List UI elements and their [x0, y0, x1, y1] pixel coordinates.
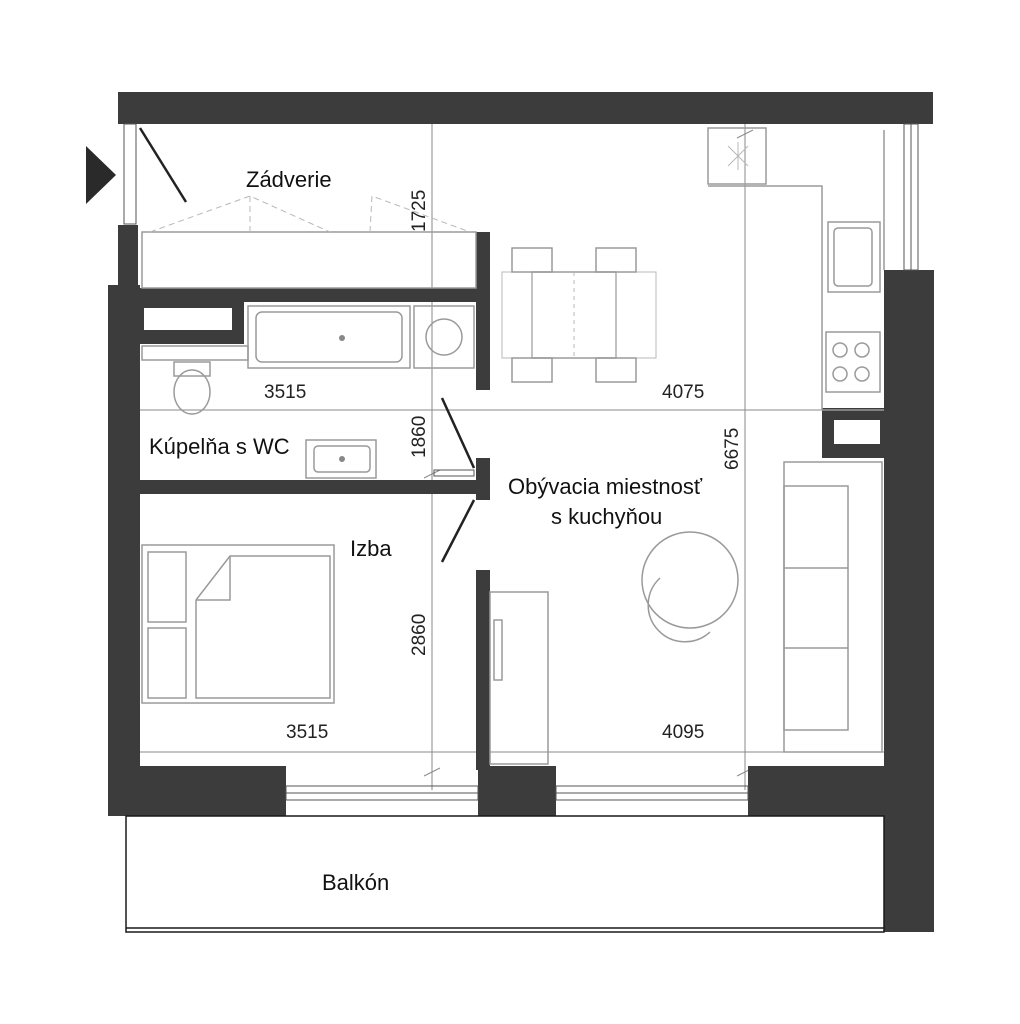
wall-bath-bottom [138, 480, 478, 494]
wall-left-upper [118, 225, 138, 285]
washing-machine [413, 305, 475, 369]
entrance-arrow-icon [86, 146, 116, 204]
doors [138, 127, 476, 563]
dim-bedroom-depth: 2860 [409, 614, 430, 656]
cooktop [825, 331, 881, 393]
kitchen [707, 127, 885, 411]
label-bedroom: Izba [350, 536, 392, 561]
bed [141, 544, 335, 704]
bathtub [247, 305, 411, 369]
toilet-icon [173, 369, 211, 415]
label-living-line2: s kuchyňou [551, 504, 662, 529]
wall-top [118, 92, 933, 124]
dim-living-bottom-width: 4095 [662, 722, 704, 743]
room-labels: Zádverie Kúpelňa s WC Izba Obývacia mies… [149, 167, 703, 895]
dim-bath-depth: 1860 [409, 416, 430, 458]
dim-living-top-width: 4075 [662, 382, 704, 403]
bedroom-door [440, 499, 476, 563]
dimension-lines [120, 120, 885, 790]
label-balcony: Balkón [322, 870, 389, 895]
walls [108, 92, 934, 932]
wall-partition-mid [476, 458, 490, 500]
wall-bottom-right [748, 766, 888, 816]
entrance-door [138, 127, 188, 203]
fridge [707, 127, 767, 185]
dimension-labels: 1725 3515 1860 4075 6675 2860 3515 4095 [264, 190, 743, 743]
dim-bedroom-width: 3515 [286, 722, 328, 743]
wall-bath-top [138, 288, 488, 302]
dim-living-depth: 6675 [722, 428, 743, 470]
bath-shelf [141, 345, 249, 361]
bathroom-door [440, 397, 476, 469]
dim-vestibule-depth: 1725 [409, 190, 430, 232]
wall-partition-upper [476, 232, 490, 390]
dim-bath-width: 3515 [264, 382, 306, 403]
label-bathroom: Kúpelňa s WC [149, 434, 290, 459]
bathroom-fixtures [141, 305, 475, 479]
label-vestibule: Zádverie [246, 167, 332, 192]
wall-bottom-left [108, 766, 286, 816]
wall-right [884, 270, 934, 932]
wardrobe-living [489, 591, 549, 765]
balcony [125, 815, 885, 933]
wall-bottom-mid [478, 766, 556, 816]
wall-left [108, 285, 140, 815]
windows [123, 123, 919, 801]
coffee-table [641, 531, 739, 629]
label-living-line1: Obývacia miestnosť [508, 474, 703, 499]
sink-icon [305, 439, 377, 479]
sofa [783, 461, 883, 753]
wardrobe [141, 195, 477, 289]
wall-partition-lower [476, 570, 490, 770]
kitchen-sink [827, 221, 881, 293]
living-furniture [489, 247, 883, 765]
